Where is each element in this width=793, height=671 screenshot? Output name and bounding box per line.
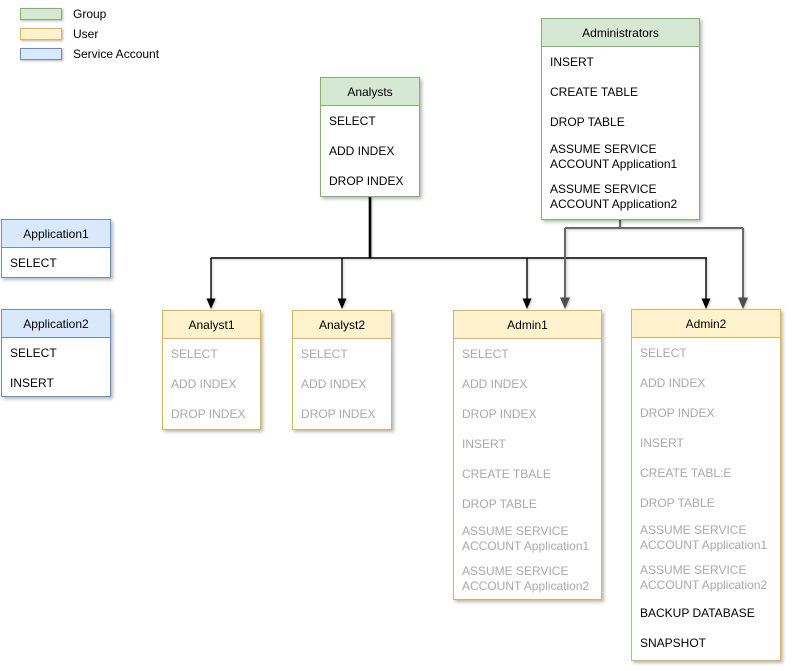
privilege-item: SELECT — [462, 346, 509, 361]
node-title: Administrators — [542, 19, 699, 47]
privilege-item: ASSUME SERVICE ACCOUNT Application2 — [462, 564, 590, 593]
privilege-item: CREATE TBALE — [462, 466, 551, 481]
privilege-item: CREATE TABL:E — [640, 465, 732, 480]
node-analyst1[interactable]: Analyst1 SELECT ADD INDEX DROP INDEX — [162, 310, 261, 430]
privilege-item: DROP INDEX — [301, 406, 376, 421]
node-title: Application2 — [2, 310, 110, 338]
privilege-item: DROP TABLE — [640, 495, 715, 510]
privilege-item: DROP INDEX — [462, 406, 537, 421]
privilege-item: DROP INDEX — [329, 173, 404, 188]
privilege-item: SELECT — [10, 255, 57, 270]
node-title: Analyst2 — [293, 311, 391, 339]
legend-row-user: User — [20, 27, 159, 41]
privilege-item: INSERT — [550, 54, 594, 69]
legend-row-service-account: Service Account — [20, 47, 160, 61]
privilege-item: DROP TABLE — [462, 496, 537, 511]
privilege-item: ADD INDEX — [171, 376, 237, 391]
node-title: Analysts — [321, 78, 419, 106]
privilege-item: DROP INDEX — [640, 405, 715, 420]
privilege-item: ASSUME SERVICE ACCOUNT Application2 — [550, 182, 678, 211]
node-analyst2[interactable]: Analyst2 SELECT ADD INDEX DROP INDEX — [292, 310, 392, 430]
node-admin1[interactable]: Admin1 SELECT ADD INDEX DROP INDEX INSER… — [453, 310, 602, 600]
privilege-item: DROP TABLE — [550, 114, 625, 129]
privilege-item: SELECT — [329, 113, 376, 128]
privilege-item: SNAPSHOT — [640, 635, 707, 650]
legend: Group User Service Account — [20, 7, 160, 68]
privilege-item: ADD INDEX — [462, 376, 528, 391]
service-account-swatch-icon — [20, 48, 62, 60]
privilege-item: INSERT — [10, 375, 54, 390]
privilege-item: ASSUME SERVICE ACCOUNT Application1 — [640, 523, 768, 552]
node-title: Application1 — [2, 220, 110, 248]
node-administrators[interactable]: Administrators INSERT CREATE TABLE DROP … — [541, 18, 700, 220]
legend-row-group: Group — [20, 7, 159, 21]
node-application2[interactable]: Application2 SELECT INSERT — [1, 309, 111, 397]
privilege-item: ASSUME SERVICE ACCOUNT Application1 — [550, 142, 678, 171]
privilege-item: CREATE TABLE — [550, 84, 639, 99]
node-application1[interactable]: Application1 SELECT — [1, 219, 111, 278]
privilege-item: ADD INDEX — [640, 375, 706, 390]
arrowhead-analyst1 — [206, 298, 216, 309]
arrowhead-admin1-left — [522, 298, 532, 309]
legend-label: Service Account — [73, 47, 160, 61]
group-swatch-icon — [20, 8, 62, 20]
privilege-item: ASSUME SERVICE ACCOUNT Application2 — [640, 563, 768, 592]
arrowhead-admin2-right — [738, 297, 748, 309]
privilege-item: SELECT — [640, 345, 687, 360]
privilege-item: SELECT — [301, 346, 348, 361]
privilege-item: SELECT — [171, 346, 218, 361]
privilege-item: ADD INDEX — [329, 143, 395, 158]
node-analysts[interactable]: Analysts SELECT ADD INDEX DROP INDEX — [320, 77, 420, 197]
node-admin2[interactable]: Admin2 SELECT ADD INDEX DROP INDEX INSER… — [631, 309, 781, 661]
legend-label: User — [73, 27, 99, 41]
user-swatch-icon — [20, 28, 62, 40]
privilege-item: ADD INDEX — [301, 376, 367, 391]
node-title: Admin2 — [632, 310, 780, 338]
node-title: Analyst1 — [163, 311, 260, 339]
legend-label: Group — [73, 7, 107, 21]
privilege-item: SELECT — [10, 345, 57, 360]
arrowhead-admin1-right — [560, 297, 570, 309]
edges-from-administrators — [560, 220, 748, 309]
arrowhead-analyst2 — [337, 298, 347, 309]
node-title: Admin1 — [454, 311, 601, 339]
privilege-item: INSERT — [640, 435, 684, 450]
privilege-item: INSERT — [462, 436, 506, 451]
arrowhead-admin2-left — [701, 298, 711, 309]
privilege-item: ASSUME SERVICE ACCOUNT Application1 — [462, 524, 590, 553]
privilege-item: BACKUP DATABASE — [640, 605, 755, 620]
privilege-item: DROP INDEX — [171, 406, 246, 421]
